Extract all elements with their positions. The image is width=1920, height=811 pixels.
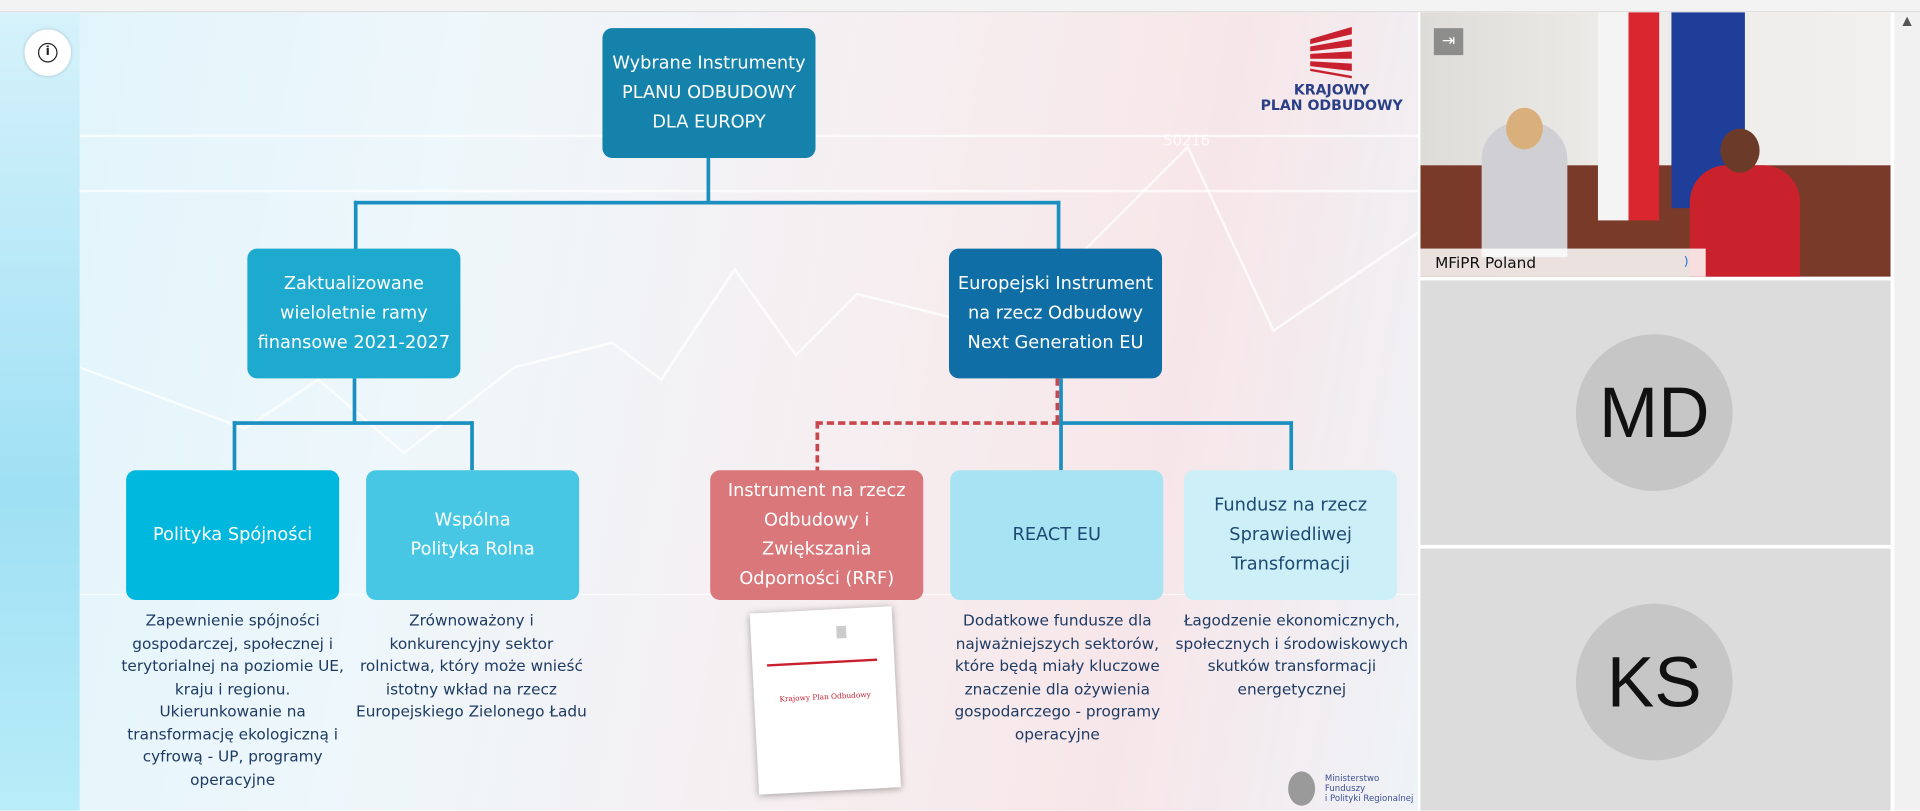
root-box: Wybrane Instrumenty PLANU ODBUDOWY DLA E… — [602, 28, 816, 158]
connector — [706, 157, 711, 204]
ngeu-box: Europejski Instrument na rzecz Odbudowy … — [948, 248, 1163, 379]
avatar: KS — [1575, 603, 1733, 761]
dotted-connector — [815, 421, 1060, 474]
participant-tile-md[interactable]: MD — [1420, 280, 1891, 545]
scrollbar[interactable]: ▲ — [1894, 12, 1920, 811]
bg-line — [79, 189, 1418, 193]
avatar: MD — [1575, 334, 1733, 492]
rrf-box: Instrument na rzecz Odbudowy i Zwiększan… — [710, 470, 924, 601]
connector — [352, 378, 357, 424]
logo-line2: PLAN ODBUDOWY — [1260, 96, 1403, 114]
kpo-document-image: Krajowy Plan Odbudowy — [749, 606, 901, 795]
participants-panel: ⇥ MFiPR Poland ) MD KS — [1419, 12, 1894, 811]
react-desc: Dodatkowe fundusze dla najważniejszych s… — [954, 611, 1161, 743]
scroll-up-icon[interactable]: ▲ — [1902, 14, 1912, 29]
bg-number: 50216 — [1163, 132, 1211, 150]
ministry-line: i Polityki Regionalnej — [1324, 793, 1414, 804]
cap-box: Wspólna Polityka Rolna — [366, 470, 580, 601]
cohesion-policy-box: Polityka Spójności — [126, 470, 340, 601]
participant-video-tile[interactable]: ⇥ MFiPR Poland ) — [1420, 12, 1891, 277]
kpo-logo-icon — [1309, 26, 1352, 79]
ministry-line: Funduszy — [1324, 783, 1366, 794]
cap-desc: Zrównoważony i konkurencyjny sektor roln… — [356, 611, 587, 721]
mff-box: Zaktualizowane wieloletnie ramy finansow… — [247, 248, 461, 379]
emblem-icon — [836, 625, 847, 639]
slide-left-edge — [0, 12, 80, 811]
krajowy-plan-odbudowy-logo: KRAJOWY PLAN ODBUDOWY — [1255, 26, 1408, 114]
shared-slide: 50216 i KRAJOWY PLAN ODBUDOWY Wybrane In… — [0, 12, 1418, 811]
react-eu-box: REACT EU — [950, 470, 1164, 601]
connector — [1056, 200, 1061, 250]
participant-name: MFiPR Poland — [1435, 253, 1537, 272]
logo-line1: KRAJOWY — [1293, 80, 1370, 98]
browser-top-bar — [0, 0, 1920, 13]
connector — [232, 421, 237, 471]
ministry-logo: Ministerstwo Funduszy i Polityki Regiona… — [1286, 769, 1414, 808]
eagle-emblem-icon — [1288, 771, 1316, 806]
info-icon: i — [37, 42, 58, 63]
doc-title: Krajowy Plan Odbudowy — [779, 690, 871, 705]
bg-chart-lines — [79, 144, 1418, 455]
person-left-head — [1506, 107, 1543, 150]
ministry-line: Ministerstwo — [1324, 773, 1380, 784]
jtf-desc: Łagodzenie ekonomicznych, społecznych i … — [1175, 611, 1409, 698]
person-right — [1689, 165, 1801, 277]
polish-flag — [1597, 12, 1660, 221]
participant-name-bar: MFiPR Poland ) — [1420, 248, 1706, 277]
jtf-box: Fundusz na rzecz Sprawiedliwej Transform… — [1184, 470, 1398, 601]
connector — [353, 200, 1061, 205]
cohesion-desc: Zapewnienie spójności gospodarczej, społ… — [121, 611, 344, 788]
connector — [353, 200, 358, 250]
audio-indicator-icon: ) — [1683, 255, 1689, 270]
connector — [1059, 421, 1294, 425]
participant-tile-ks[interactable]: KS — [1420, 548, 1891, 811]
dotted-connector — [1055, 378, 1060, 423]
connector — [1289, 421, 1294, 471]
collapse-panel-icon[interactable]: ⇥ — [1433, 28, 1464, 56]
person-right-head — [1720, 128, 1760, 173]
connector — [470, 421, 474, 471]
doc-red-line — [767, 658, 878, 667]
connector — [232, 421, 473, 425]
info-button[interactable]: i — [24, 29, 72, 76]
